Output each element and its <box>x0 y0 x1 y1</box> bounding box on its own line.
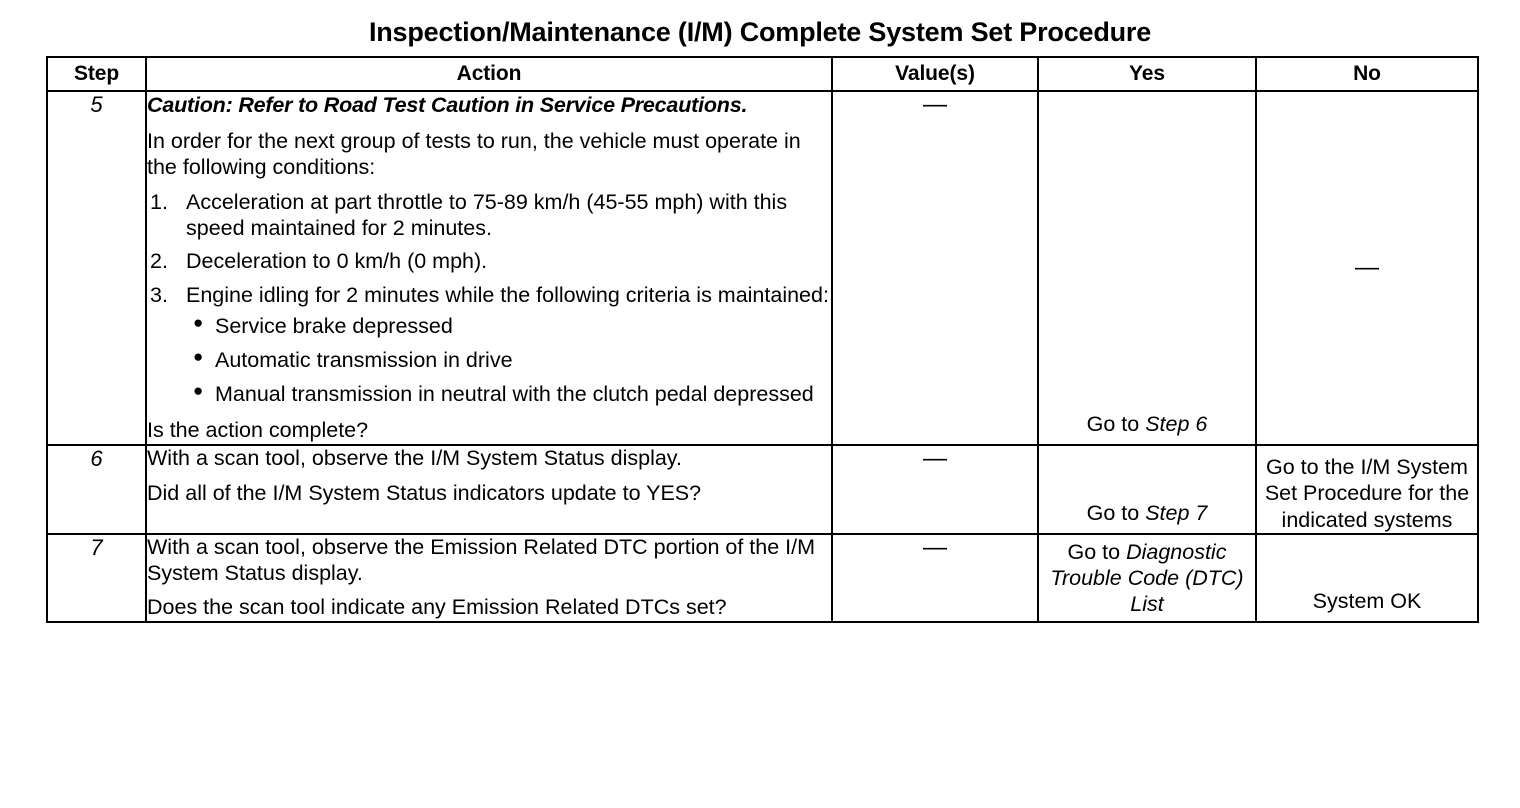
list-item: 1. Acceleration at part throttle to 75-8… <box>147 190 831 242</box>
list-item-label: Service brake depressed <box>215 314 453 338</box>
action-question: Is the action complete? <box>147 418 369 443</box>
no-branch-target: System OK <box>1312 589 1422 614</box>
list-item-label: Manual transmission in neutral with the … <box>215 381 814 406</box>
no-branch-cell: System OK <box>1255 532 1479 624</box>
list-item: ● Service brake depressed <box>186 313 831 340</box>
yes-branch-prefix: Go to <box>1086 500 1146 525</box>
list-item-label: Deceleration to 0 km/h (0 mph). <box>186 249 488 274</box>
list-item: ● Automatic transmission in drive <box>186 346 831 374</box>
procedure-table: Step Action Value(s) Yes No 5 Caution: R… <box>46 56 1479 624</box>
action-line-1: With a scan tool, observe the Emission R… <box>147 534 815 585</box>
yes-branch-target: Diagnostic Trouble Code (DTC) List <box>1050 539 1244 617</box>
list-item: 3. Engine idling for 2 minutes while the… <box>147 283 831 407</box>
column-header-action: Action <box>145 56 833 92</box>
list-item: ● Manual transmission in neutral with th… <box>186 380 831 408</box>
action-cell: With a scan tool, observe the Emission R… <box>145 532 833 624</box>
no-branch-cell: — <box>1255 89 1479 447</box>
table-row: 6 With a scan tool, observe the I/M Syst… <box>46 444 1479 535</box>
value-dash: — <box>923 91 947 118</box>
yes-branch-target: Step 6 <box>1145 411 1208 436</box>
table-header-row: Step Action Value(s) Yes No <box>46 56 1479 92</box>
bullet-icon: ● <box>193 313 204 332</box>
list-item-label: Acceleration at part throttle to 75-89 k… <box>186 189 788 240</box>
action-cell: With a scan tool, observe the I/M System… <box>145 444 833 535</box>
action-line-1: With a scan tool, observe the I/M System… <box>147 446 682 471</box>
list-item-label: Engine idling for 2 minutes while the fo… <box>186 283 829 308</box>
action-line-2: Does the scan tool indicate any Emission… <box>147 595 727 620</box>
yes-branch-cell: Go to Step 7 <box>1037 444 1257 535</box>
yes-branch-prefix: Go to <box>1086 411 1146 436</box>
criteria-list: ● Service brake depressed ● Automatic tr… <box>186 313 831 408</box>
list-item: 2. Deceleration to 0 km/h (0 mph). <box>147 249 831 275</box>
column-header-no: No <box>1255 56 1479 92</box>
yes-branch-cell: Go to Step 6 <box>1037 89 1257 447</box>
no-branch-target: Go to the I/M System Set Procedure for t… <box>1264 455 1470 532</box>
column-header-step: Step <box>46 56 147 92</box>
value-cell: — <box>831 444 1039 535</box>
list-item-number: 2. <box>150 249 168 274</box>
value-cell: — <box>831 89 1039 447</box>
action-cell: Caution: Refer to Road Test Caution in S… <box>145 89 833 447</box>
value-dash: — <box>923 445 947 473</box>
list-item-number: 1. <box>150 189 168 214</box>
no-branch-cell: Go to the I/M System Set Procedure for t… <box>1255 444 1479 535</box>
action-intro: In order for the next group of tests to … <box>147 129 801 180</box>
step-number: 5 <box>46 89 147 447</box>
list-item-label: Automatic transmission in drive <box>215 347 513 372</box>
table-row: 7 With a scan tool, observe the Emission… <box>46 532 1479 624</box>
value-cell: — <box>831 532 1039 624</box>
step-number: 7 <box>46 532 147 624</box>
value-dash: — <box>923 533 947 561</box>
caution-note: Caution: Refer to Road Test Caution in S… <box>147 93 748 117</box>
list-item-number: 3. <box>150 283 168 308</box>
condition-list: 1. Acceleration at part throttle to 75-8… <box>147 190 831 408</box>
table-row: 5 Caution: Refer to Road Test Caution in… <box>46 89 1479 447</box>
yes-branch-prefix: Go to <box>1067 539 1127 564</box>
column-header-yes: Yes <box>1037 56 1257 92</box>
bullet-icon: ● <box>193 380 204 400</box>
bullet-icon: ● <box>193 346 204 366</box>
action-line-2: Did all of the I/M System Status indicat… <box>147 480 702 505</box>
no-branch-dash: — <box>1355 253 1379 281</box>
yes-branch-cell: Go to Diagnostic Trouble Code (DTC) List <box>1037 532 1257 624</box>
step-number: 6 <box>46 444 147 535</box>
yes-branch-target: Step 7 <box>1145 500 1208 525</box>
column-header-value: Value(s) <box>831 56 1039 92</box>
page-title: Inspection/Maintenance (I/M) Complete Sy… <box>368 17 1152 47</box>
